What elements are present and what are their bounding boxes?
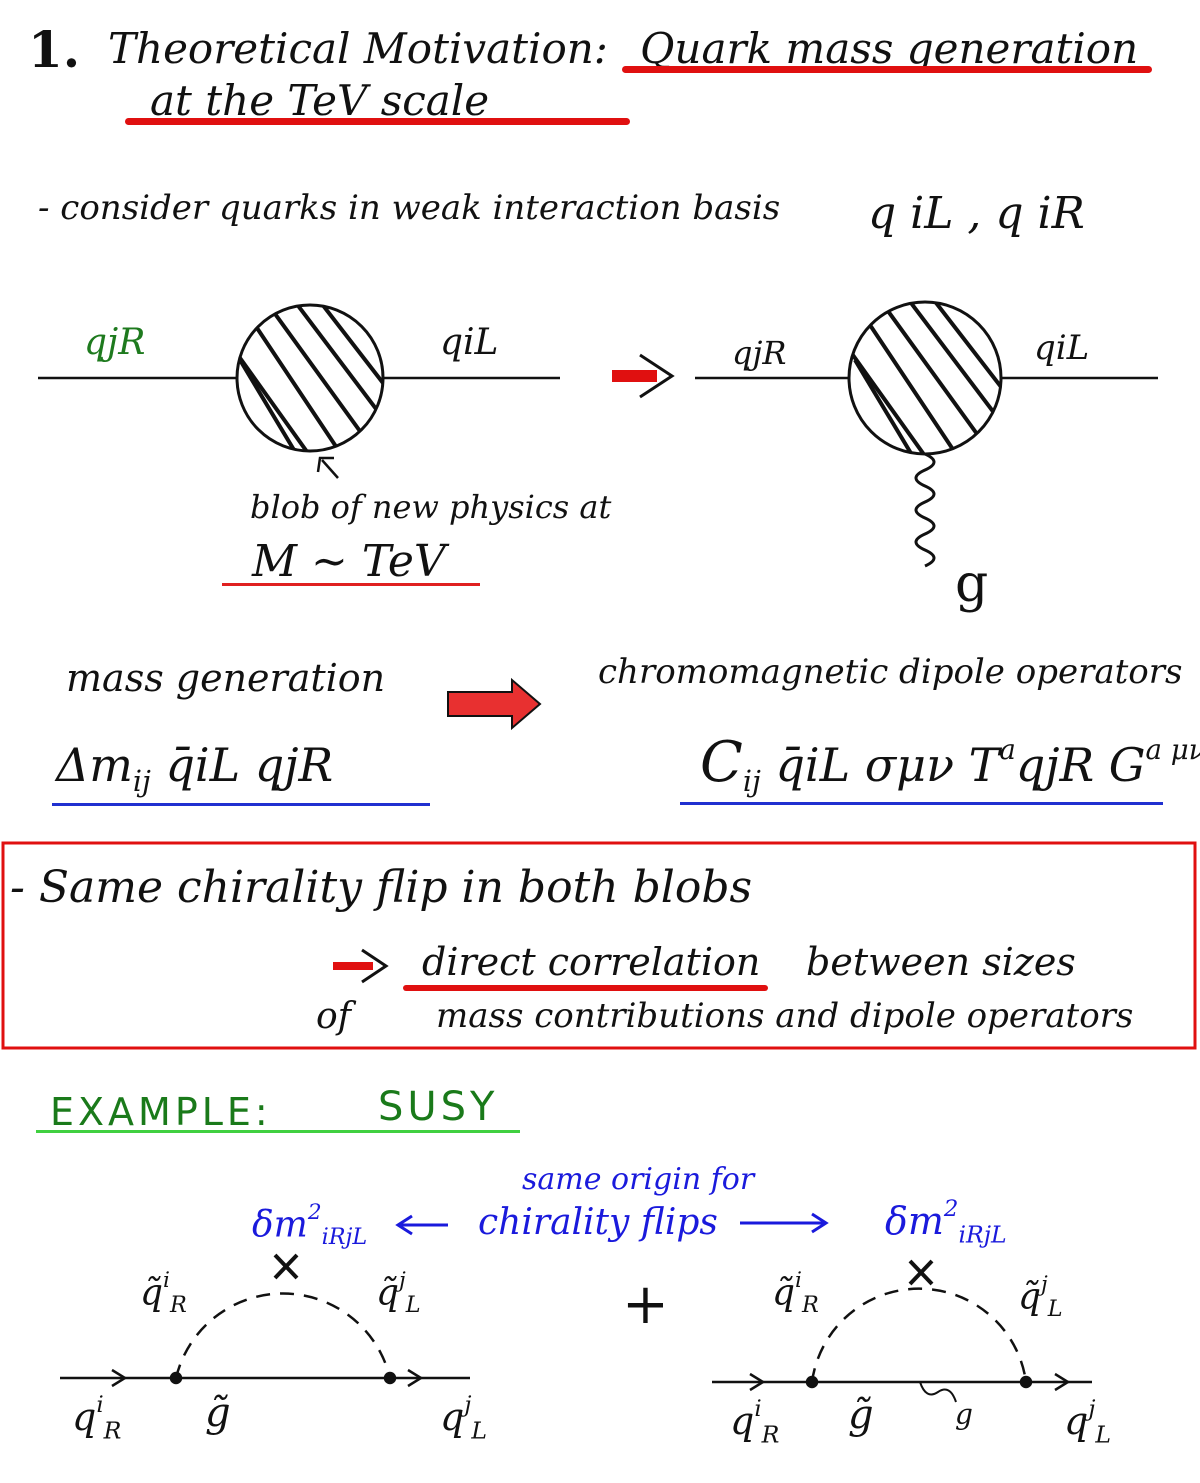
- section-number: 1.: [28, 20, 81, 79]
- left-quark-in: qiR: [72, 1392, 122, 1445]
- left-quark-out: qjL: [440, 1392, 488, 1445]
- example-label: EXAMPLE:: [50, 1090, 272, 1134]
- title-highlight-line2: at the TeV scale: [150, 76, 490, 125]
- box-line2-rest: between sizes: [806, 940, 1076, 984]
- label-qjR-right: qjR: [732, 334, 787, 372]
- blob-left: [235, 303, 385, 453]
- highlight-box: [1, 841, 1197, 1050]
- right-quark-out: qjL: [1064, 1396, 1112, 1449]
- gluon-label: g: [955, 554, 989, 614]
- section-title: Theoretical Motivation:: [108, 24, 608, 73]
- gluon-line: [914, 452, 936, 568]
- label-qjR-left: qjR: [84, 322, 146, 363]
- blob-right: [847, 300, 1003, 456]
- box-highlight: direct correlation: [422, 940, 761, 984]
- box-arrow: [333, 948, 389, 984]
- red-arrow-mass: [447, 677, 542, 731]
- same-origin-text: same origin for: [522, 1162, 755, 1197]
- box-line1: - Same chirality flip in both blobs: [10, 862, 753, 913]
- mass-term: Δmij q̄iL qjR: [56, 738, 334, 798]
- example-underline: [36, 1130, 520, 1133]
- left-gluino: g̃: [205, 1390, 231, 1436]
- right-squark-l: q̃jL: [1018, 1272, 1063, 1323]
- label-qiL-right: qiL: [1034, 328, 1090, 368]
- insertion-right: δm2iRjL: [885, 1196, 1007, 1249]
- chirality-flips-text: chirality flips: [478, 1202, 718, 1243]
- red-arrow-implies: [612, 353, 675, 399]
- susy-diagram-left: [60, 1253, 470, 1388]
- title-highlight-line1: Quark mass generation: [640, 24, 1139, 73]
- right-quark-in: qiR: [730, 1396, 780, 1449]
- basis-text: - consider quarks in weak interaction ba…: [38, 188, 781, 228]
- label-qiL-left: qiL: [440, 322, 499, 363]
- example-model: SUSY: [378, 1084, 499, 1130]
- chirality-arrows: [395, 1212, 829, 1236]
- blob-note: blob of new physics at: [250, 488, 612, 526]
- mass-term-underline: [52, 803, 430, 806]
- insertion-left: δm2iRjL: [252, 1200, 368, 1251]
- right-gluino: g̃: [848, 1392, 874, 1438]
- title-underline-1: [622, 66, 1152, 73]
- scale-label: M ~ TeV: [252, 536, 446, 587]
- dipole-operators-label: chromomagnetic dipole operators: [598, 652, 1183, 692]
- box-line3-of: of: [316, 996, 351, 1037]
- right-gluon-ext: g: [955, 1398, 973, 1431]
- box-highlight-underline: [403, 985, 768, 991]
- box-line3-rest: mass contributions and dipole operators: [436, 996, 1134, 1036]
- dipole-term-underline: [680, 802, 1163, 805]
- dipole-term: Cij q̄iL σμν TaqjR Ga μν: [700, 730, 1200, 798]
- left-squark-l: q̃jL: [376, 1268, 421, 1319]
- mass-generation-label: mass generation: [66, 656, 386, 700]
- scale-underline: [222, 583, 480, 586]
- basis-fields: q iL , q iR: [868, 188, 1085, 239]
- plus-sign: +: [622, 1272, 669, 1337]
- right-squark-r: q̃iR: [772, 1268, 819, 1319]
- susy-diagram-right: [712, 1259, 1092, 1403]
- left-squark-r: q̃iR: [140, 1268, 187, 1319]
- title-underline-2: [125, 118, 630, 125]
